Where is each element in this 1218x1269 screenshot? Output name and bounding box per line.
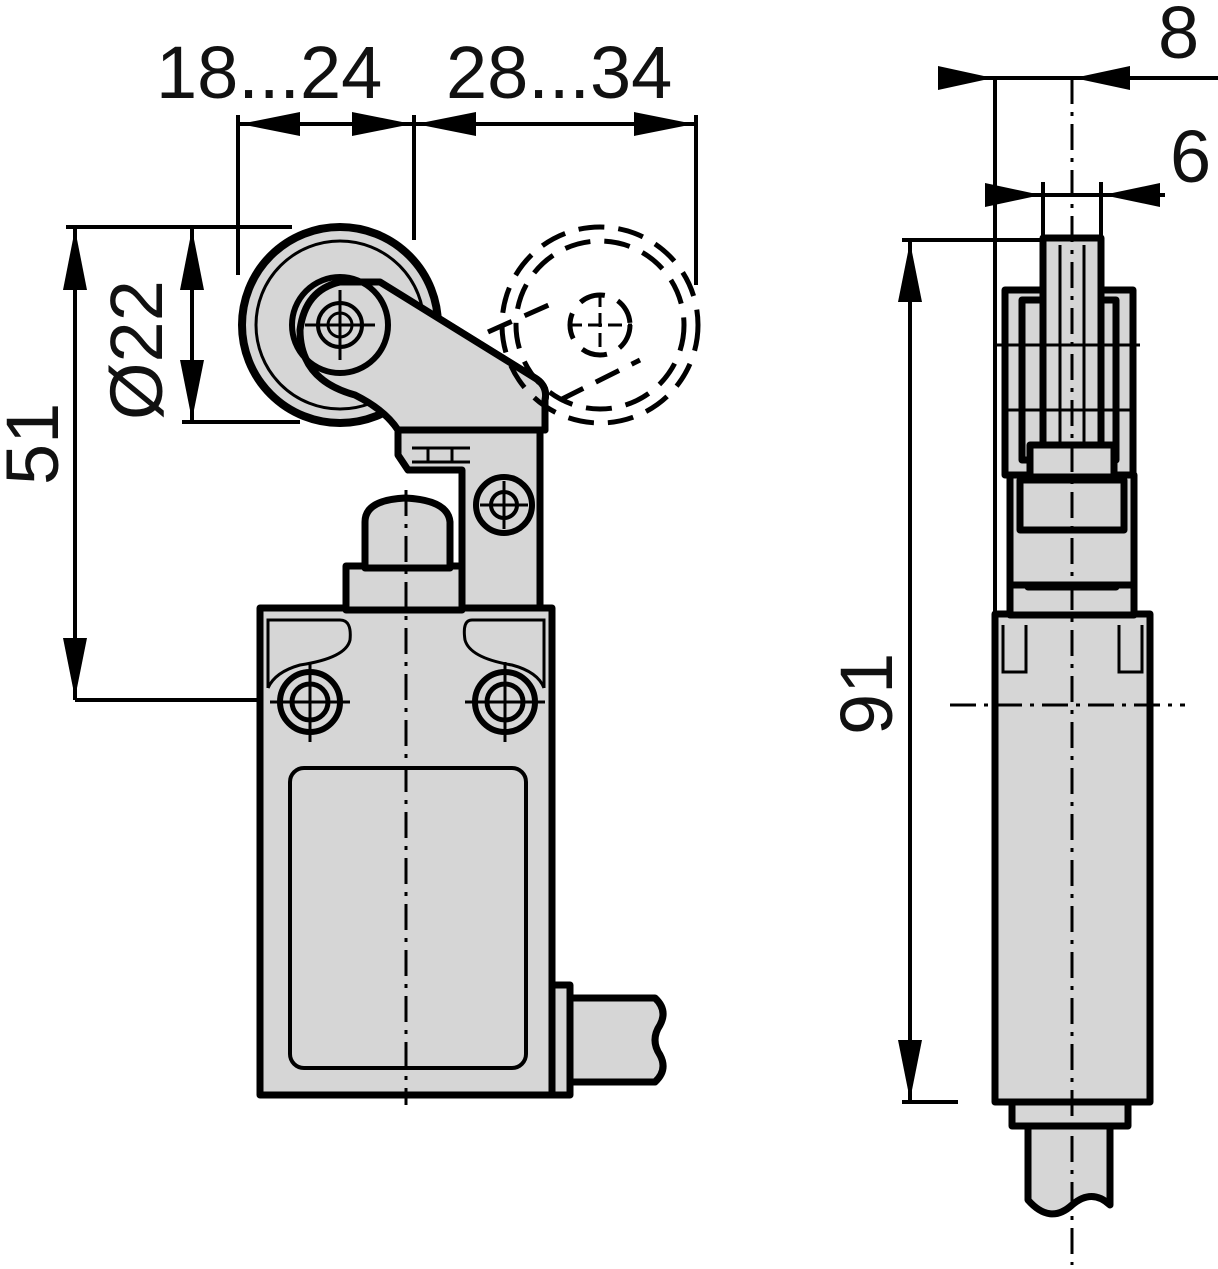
dim-roller-diameter: Ø22: [95, 280, 178, 420]
dim-height-51: 51: [0, 403, 74, 485]
dim-travel-right: 28...34: [446, 31, 672, 114]
roller-diameter-dimension: Ø22: [95, 225, 300, 424]
side-view: 8 6 91: [825, 0, 1218, 1265]
mounting-hole-left: [270, 662, 350, 742]
width-6-dimension: 6: [985, 115, 1211, 240]
cable-gland: [548, 981, 667, 1099]
side-lever: [995, 234, 1140, 534]
roller: [238, 223, 549, 434]
dim-height-91: 91: [825, 653, 908, 735]
front-view: 18...24 28...34 Ø22 51: [0, 31, 701, 1105]
roller-alternate-position: [486, 224, 701, 426]
side-cable: [1008, 1096, 1132, 1218]
mounting-hole-right: [465, 662, 545, 742]
plunger-head: [342, 494, 466, 614]
label-area: [288, 766, 528, 1070]
travel-dimension: 18...24 28...34: [156, 31, 698, 285]
width-8-dimension: 8: [938, 0, 1218, 614]
height-91-dimension: 91: [825, 238, 1043, 1104]
dim-width-8: 8: [1158, 0, 1199, 74]
dim-travel-left: 18...24: [156, 31, 382, 114]
dim-width-6: 6: [1170, 115, 1211, 198]
height-51-dimension: 51: [0, 225, 262, 702]
